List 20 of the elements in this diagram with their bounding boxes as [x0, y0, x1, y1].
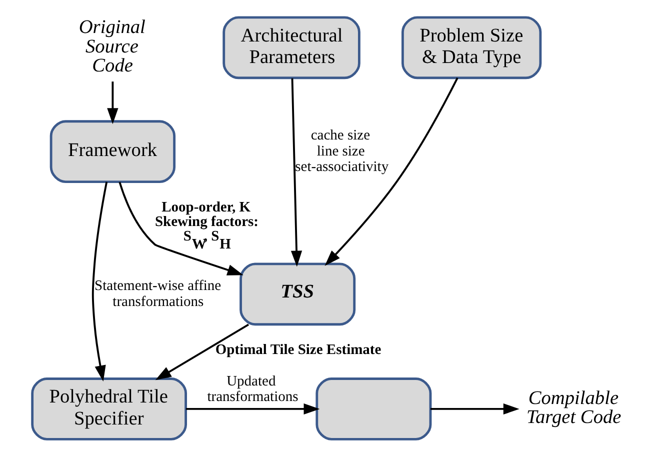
edge-label: Updated transformations [207, 373, 298, 405]
node-box: Architectural Parameters [222, 16, 360, 79]
arrow [92, 181, 108, 381]
arrow [324, 77, 458, 266]
edge-label: Statement-wise affine transformations [94, 278, 222, 310]
node-text: Original Source Code [78, 16, 146, 76]
node-box: Polyhedral Tile Specifier [31, 377, 187, 440]
node-box [316, 377, 432, 440]
node-box: Framework [50, 120, 176, 182]
node-box: TSS [240, 262, 356, 326]
arrow [186, 402, 320, 414]
arrow [290, 78, 302, 266]
node-text: Compilable Target Code [526, 387, 622, 428]
arrow [107, 81, 118, 124]
arrow [155, 323, 250, 380]
edge-label: Optimal Tile Size Estimate [215, 342, 382, 358]
node-box: Problem Size & Data Type [401, 16, 542, 79]
edge-label: cache size line size set-associativity [295, 127, 389, 175]
arrow [430, 402, 520, 414]
arrow [118, 181, 244, 275]
